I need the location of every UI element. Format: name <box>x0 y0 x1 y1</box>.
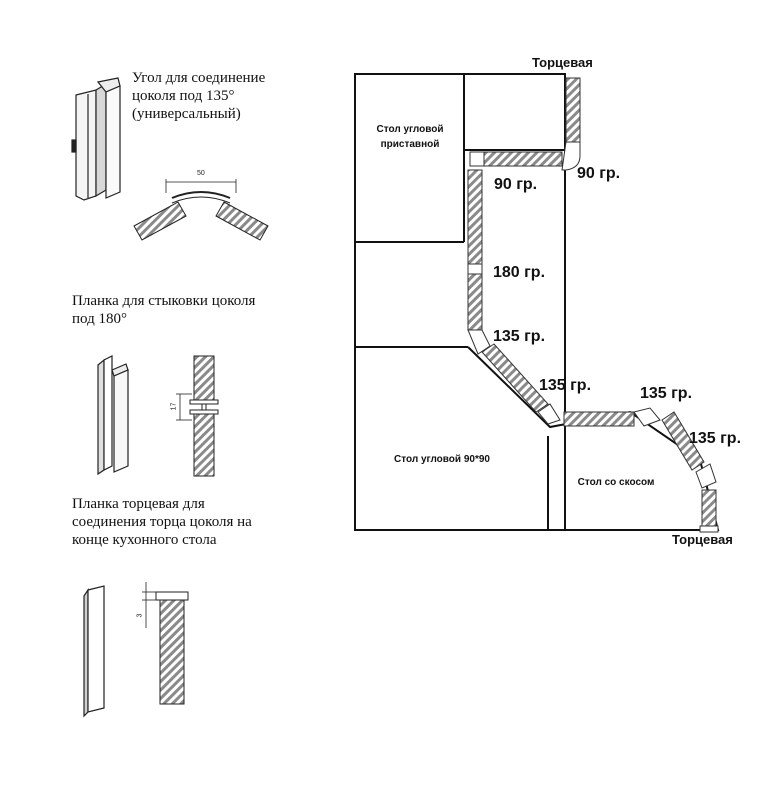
joint-180-caption-line1: Планка для стыковки цоколя <box>72 293 256 309</box>
end-cap-section-drawing <box>142 582 189 705</box>
joint-180-section-drawing <box>176 355 219 477</box>
corner-135-caption: Угол для соединение цоколя под 135° (уни… <box>132 69 265 123</box>
corner-135-profile-drawing <box>71 77 121 201</box>
deg180-label: 180 гр. <box>493 264 546 281</box>
deg135-d-label: 135 гр. <box>689 430 742 447</box>
table-corner-90-label: Стол угловой 90*90 <box>394 454 490 465</box>
end-bottom-label: Торцевая <box>672 532 733 547</box>
table-outlines <box>354 73 720 531</box>
deg135-a-label: 135 гр. <box>493 328 546 345</box>
deg90-right-label: 90 гр. <box>577 165 621 182</box>
table-bevel-label: Стол со скосом <box>577 477 655 488</box>
table-corner-extension-line2: приставной <box>380 139 440 150</box>
corner-135-caption-line1: Угол для соединение <box>132 70 266 86</box>
corner-135-caption-line3: (универсальный) <box>132 106 241 122</box>
deg135-b-label: 135 гр. <box>539 377 592 394</box>
end-top-label: Торцевая <box>532 55 593 70</box>
corner-135-caption-line2: цоколя под 135° <box>132 88 235 104</box>
end-cap-caption-line1: Планка торцевая для <box>72 496 205 512</box>
joint-180-caption: Планка для стыковки цоколя под 180° <box>72 292 255 328</box>
joint-180-caption-line2: под 180° <box>72 311 127 327</box>
deg90-left-label: 90 гр. <box>494 176 538 193</box>
plinth-run <box>467 77 719 533</box>
table-corner-extension-line1: Стол угловой <box>376 124 444 135</box>
table-corner-extension-label: Стол угловой приставной <box>362 122 458 152</box>
corner-135-dimension: 50 <box>197 170 205 177</box>
end-cap-profile-drawing <box>83 585 105 718</box>
end-cap-caption-line3: конце кухонного стола <box>72 532 217 548</box>
end-cap-dimension: 3 <box>136 613 144 618</box>
corner-135-section-drawing <box>133 179 269 241</box>
deg135-c-label: 135 гр. <box>640 385 693 402</box>
joint-180-profile-drawing <box>97 355 129 476</box>
joint-180-dimension: 17 <box>170 402 178 411</box>
end-cap-caption: Планка торцевая для соединения торца цок… <box>72 495 252 549</box>
end-cap-caption-line2: соединения торца цоколя на <box>72 514 252 530</box>
